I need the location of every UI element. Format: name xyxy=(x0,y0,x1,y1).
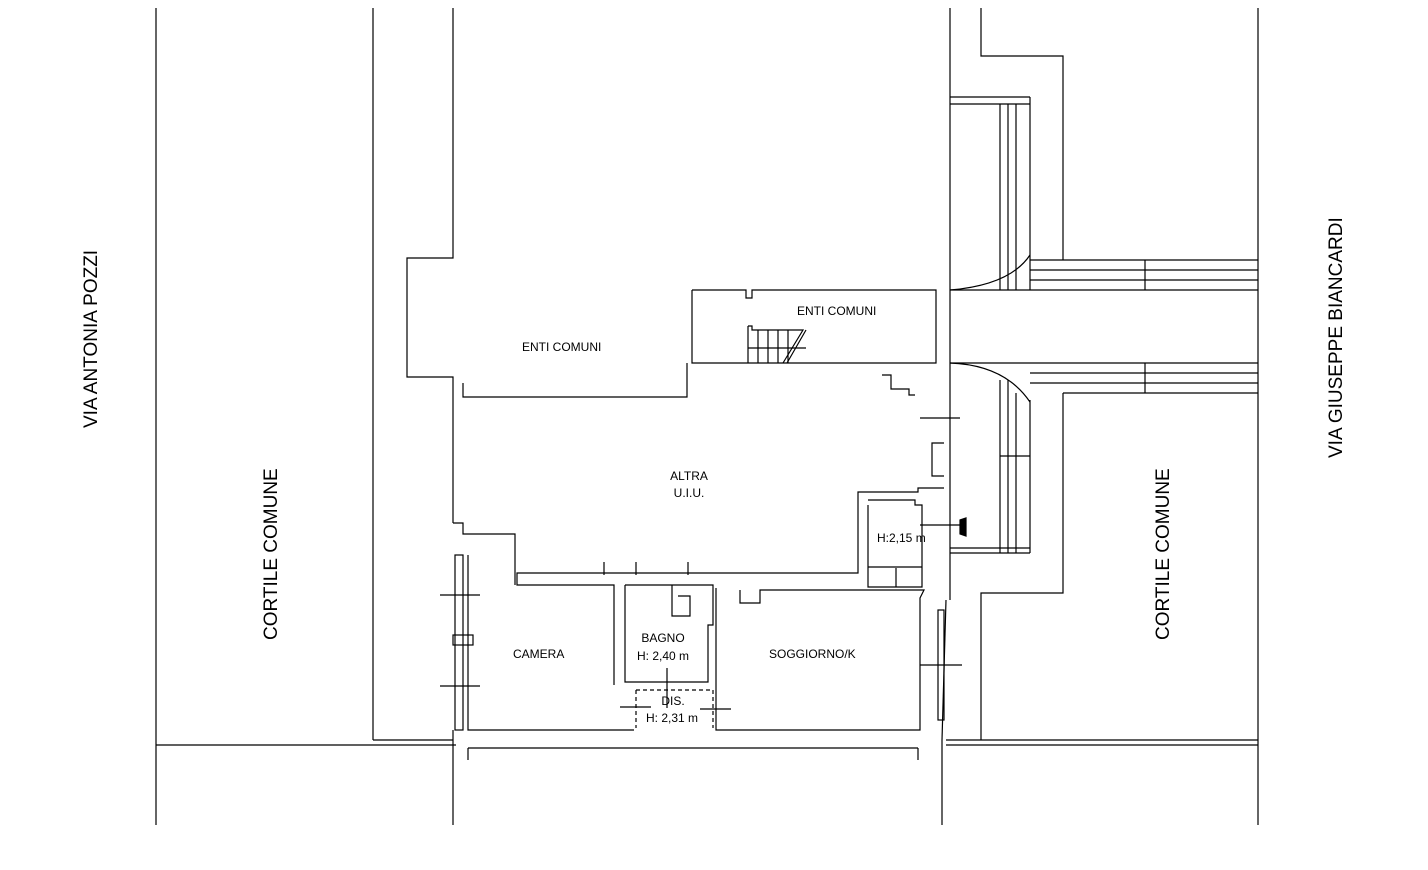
street-label-right: VIA GIUSEPPE BIANCARDI xyxy=(1326,217,1347,458)
room-label-camera: CAMERA xyxy=(513,647,564,661)
room-label-altra: ALTRA xyxy=(670,469,708,483)
room-height-ripostiglio: H:2,15 m xyxy=(877,531,926,545)
room-label-uiu: U.I.U. xyxy=(674,486,705,500)
boundary-lines xyxy=(155,8,1259,825)
room-label-dis: DIS. xyxy=(661,694,684,708)
room-height-dis: H: 2,31 m xyxy=(646,711,698,725)
street-label-left: VIA ANTONIA POZZI xyxy=(81,250,102,428)
room-label-enti-comuni-right: ENTI COMUNI xyxy=(797,304,876,318)
room-label-soggiorno: SOGGIORNO/K xyxy=(769,647,856,661)
room-height-bagno: H: 2,40 m xyxy=(637,649,689,663)
courtyard-label-left: CORTILE COMUNE xyxy=(261,468,282,640)
building-walls xyxy=(406,8,1064,740)
room-label-bagno: BAGNO xyxy=(641,631,684,645)
courtyard-label-right: CORTILE COMUNE xyxy=(1153,468,1174,640)
room-label-enti-comuni-left: ENTI COMUNI xyxy=(522,340,601,354)
stair-passages xyxy=(949,96,1258,554)
